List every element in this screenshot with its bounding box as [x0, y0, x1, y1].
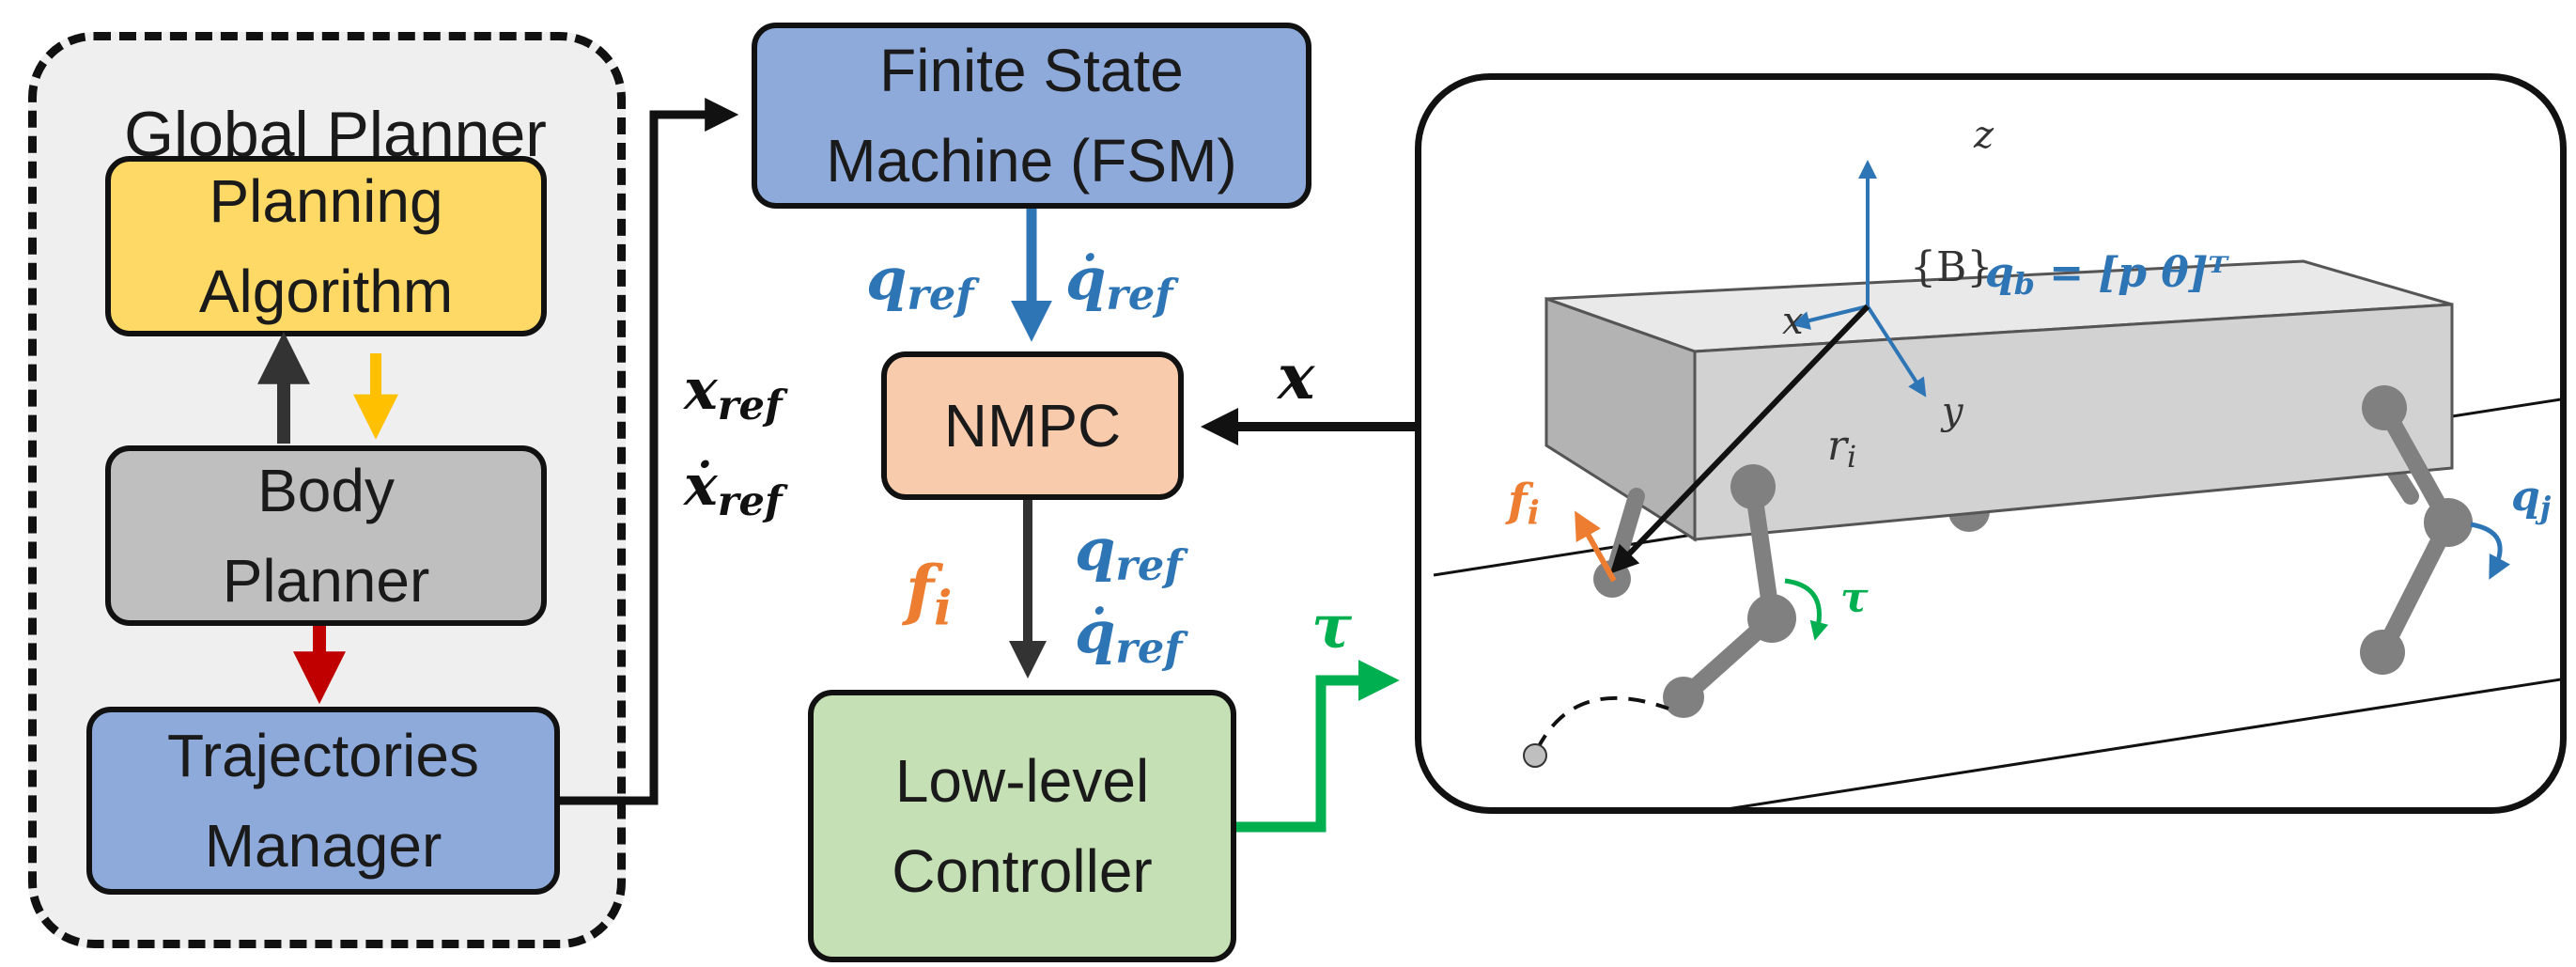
trajectories-manager-line1: Trajectories [167, 722, 479, 789]
fsm-box: Finite State Machine (FSM) [752, 23, 1311, 209]
label-r-i: ri [1827, 422, 1857, 475]
label-robot-tau: τ [1840, 574, 1869, 622]
joint-lf-foot [1663, 677, 1704, 718]
label-x-state: x [1278, 340, 1315, 413]
robot-body-left [1544, 296, 1697, 542]
ri-vector [1609, 304, 1870, 574]
qj-rotation-arrow [2470, 522, 2511, 580]
arrow-lowlevel-to-robot [1236, 660, 1400, 833]
fi-force-arrow [1575, 510, 1617, 583]
label-q-ref-fsm: qref [866, 244, 974, 320]
ground-line-front [1730, 678, 2560, 807]
joint-lf-knee [1747, 594, 1796, 643]
joint-rf-hip [2362, 385, 2407, 430]
planning-algorithm-box: Planning Algorithm [105, 156, 547, 336]
joint-lf-hip [1730, 464, 1776, 509]
body-planner-box: Body Planner [105, 445, 547, 626]
label-f-i: fi [906, 551, 953, 636]
arrow-trajectories-to-fsm [560, 98, 739, 805]
planning-algorithm-line1: Planning [209, 167, 443, 235]
fsm-line1: Finite State [879, 37, 1184, 104]
trajectories-manager-line2: Manager [204, 812, 442, 880]
label-body-frame: {B} [1910, 243, 1994, 291]
low-level-line1: Low-level [894, 747, 1150, 815]
low-level-controller-box: Low-level Controller [808, 690, 1236, 962]
label-qdot-ref-fsm: q̇ref [1065, 244, 1173, 320]
joint-rf-knee [2424, 498, 2473, 547]
low-level-line2: Controller [892, 837, 1153, 905]
planning-algorithm-line2: Algorithm [198, 257, 454, 325]
label-qb-equation: qb = [p θ]ᵀ [1985, 249, 2228, 302]
label-x-axis: x [1782, 300, 1804, 343]
swing-foot-target [1523, 743, 1547, 768]
robot-model-panel: z x y {B} qb = [p θ]ᵀ ri fi τ qj [1415, 73, 2567, 814]
label-robot-f-i: fi [1508, 475, 1540, 533]
label-y-axis: y [1942, 390, 1963, 433]
label-robot-q-j: qj [2511, 473, 2552, 525]
label-xdot-ref: ẋref [684, 453, 783, 525]
swing-trajectory [1535, 695, 1669, 751]
label-qdot-ref-nmpc: q̇ref [1075, 598, 1183, 674]
label-z-axis: z [1974, 114, 1994, 157]
label-x-ref: xref [684, 357, 783, 429]
tau-rotation-arrow [1784, 578, 1829, 641]
joint-rf-foot [2360, 630, 2405, 675]
label-tau: τ [1311, 592, 1353, 663]
quadruped-robot-illustration [1433, 160, 2560, 807]
nmpc-box: NMPC [881, 351, 1184, 500]
fsm-line2: Machine (FSM) [826, 127, 1237, 195]
label-q-ref-nmpc: qref [1075, 515, 1183, 591]
body-planner-line1: Body [257, 457, 395, 524]
nmpc-label: NMPC [943, 392, 1122, 460]
trajectories-manager-box: Trajectories Manager [86, 707, 560, 895]
body-planner-line2: Planner [222, 547, 430, 615]
